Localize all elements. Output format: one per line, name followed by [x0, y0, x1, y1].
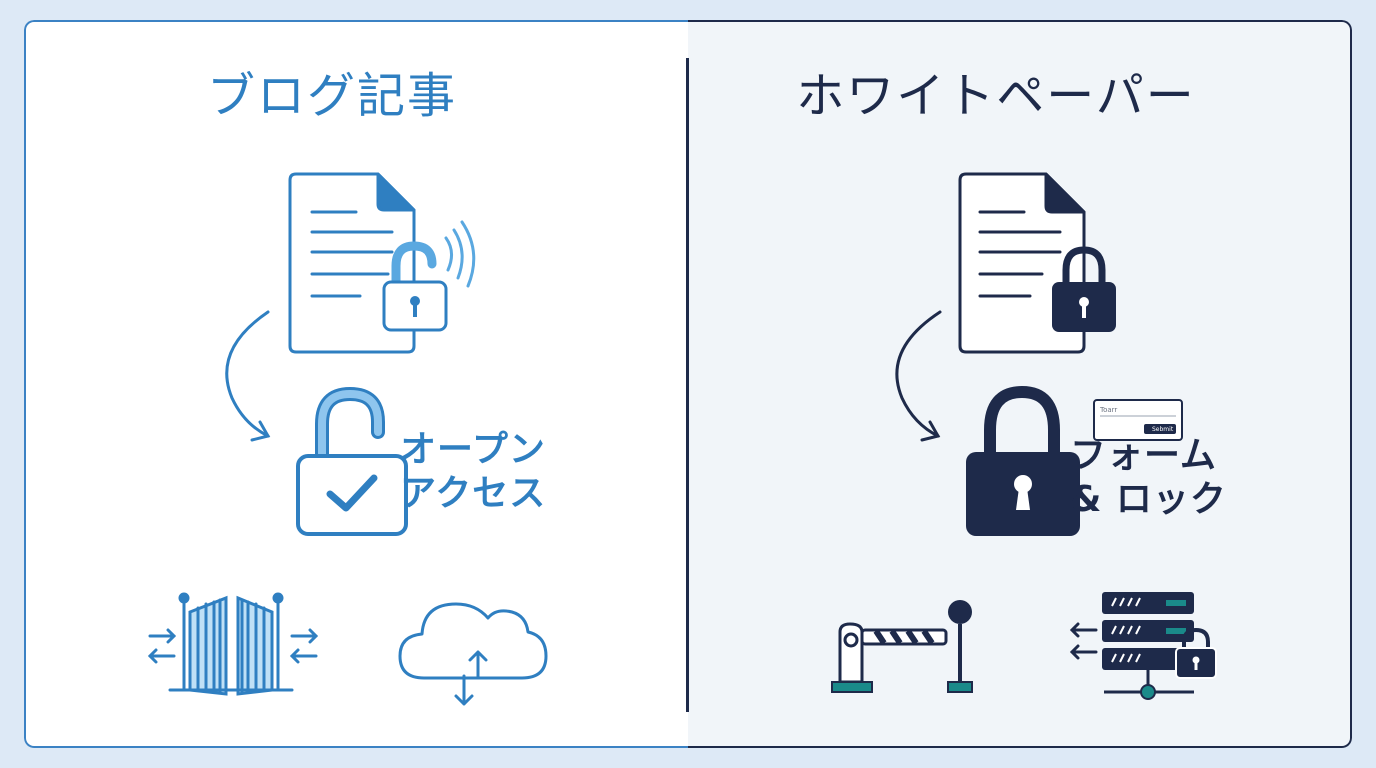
open-access-line2: アクセス — [400, 473, 547, 514]
cloud-sync-icon — [398, 602, 548, 706]
whitepaper-title: ホワイトペーパー — [796, 68, 1196, 124]
closed-padlock-icon — [1052, 246, 1116, 332]
open-padlock-icon — [382, 241, 448, 332]
open-access-label: オープン アクセス — [400, 428, 546, 516]
blog-panel — [24, 20, 688, 748]
open-lock-check-icon — [296, 386, 408, 536]
comparison-frame — [24, 20, 1352, 748]
curved-arrow-icon — [895, 310, 942, 442]
divider-line — [686, 58, 689, 712]
curved-arrow-icon — [225, 310, 271, 442]
signal-waves-icon — [444, 220, 476, 288]
form-field-text: Toarr — [1099, 406, 1117, 414]
form-lock-line1: フォーム — [1070, 435, 1217, 476]
server-lock-icon — [1069, 592, 1217, 700]
form-icon: Toarr Sebmit — [1093, 399, 1183, 441]
whitepaper-panel — [688, 20, 1352, 748]
form-button-text: Sebmit — [1152, 426, 1174, 433]
open-gate-icon — [147, 592, 319, 696]
blog-title: ブログ記事 — [206, 68, 457, 124]
form-lock-label: フォーム & ロック — [1070, 434, 1227, 522]
barrier-gate-icon — [831, 600, 973, 693]
open-access-line1: オープン — [400, 429, 546, 470]
closed-lock-icon — [966, 385, 1080, 536]
form-lock-line2: & ロック — [1070, 479, 1227, 520]
